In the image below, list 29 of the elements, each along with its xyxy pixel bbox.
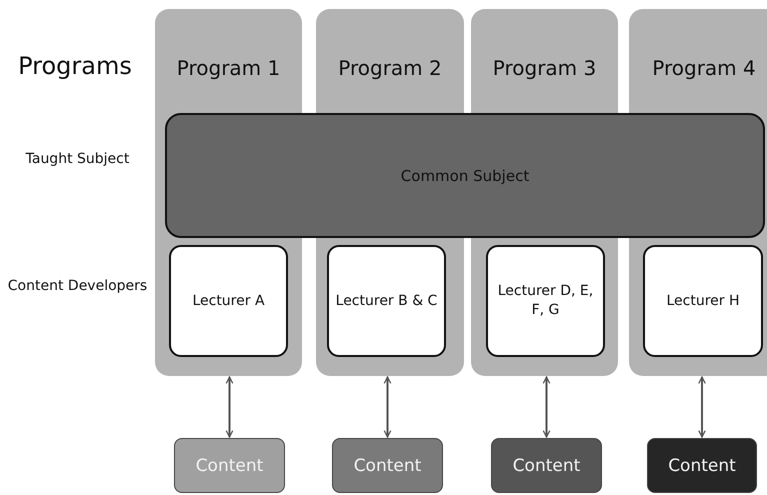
content-box: [174, 438, 285, 493]
row-label: Programs: [17, 51, 133, 82]
content-box: [491, 438, 602, 493]
node-text: Content: [196, 456, 264, 476]
double-arrow: [698, 376, 706, 438]
row-label: Taught Subject: [24, 150, 130, 169]
double-arrow: [384, 376, 392, 438]
lecturer-box: [169, 245, 288, 357]
row-label: Content Developers: [6, 277, 148, 296]
column-title: Program 1: [176, 56, 282, 80]
double-arrow: [226, 376, 234, 438]
node-text: Content: [354, 456, 422, 476]
node-text: Lecturer D, E, F, G: [496, 282, 594, 320]
content-box: [332, 438, 443, 493]
lecturer-box: [486, 245, 605, 357]
column-title: Program 3: [492, 56, 598, 80]
column-title: Program 4: [651, 56, 757, 80]
subject-band: [165, 113, 765, 238]
node-text: Lecturer A: [192, 292, 265, 310]
node-text: Lecturer B & C: [336, 292, 438, 310]
node-text: Content: [668, 456, 736, 476]
column-title: Program 2: [337, 56, 443, 80]
lecturer-box: [327, 245, 446, 357]
lecturer-box: [643, 245, 763, 357]
double-arrow: [542, 376, 550, 438]
node-text: Content: [512, 456, 580, 476]
node-text: Lecturer H: [666, 292, 740, 310]
content-box: [647, 438, 757, 493]
node-text: Common Subject: [400, 166, 530, 184]
